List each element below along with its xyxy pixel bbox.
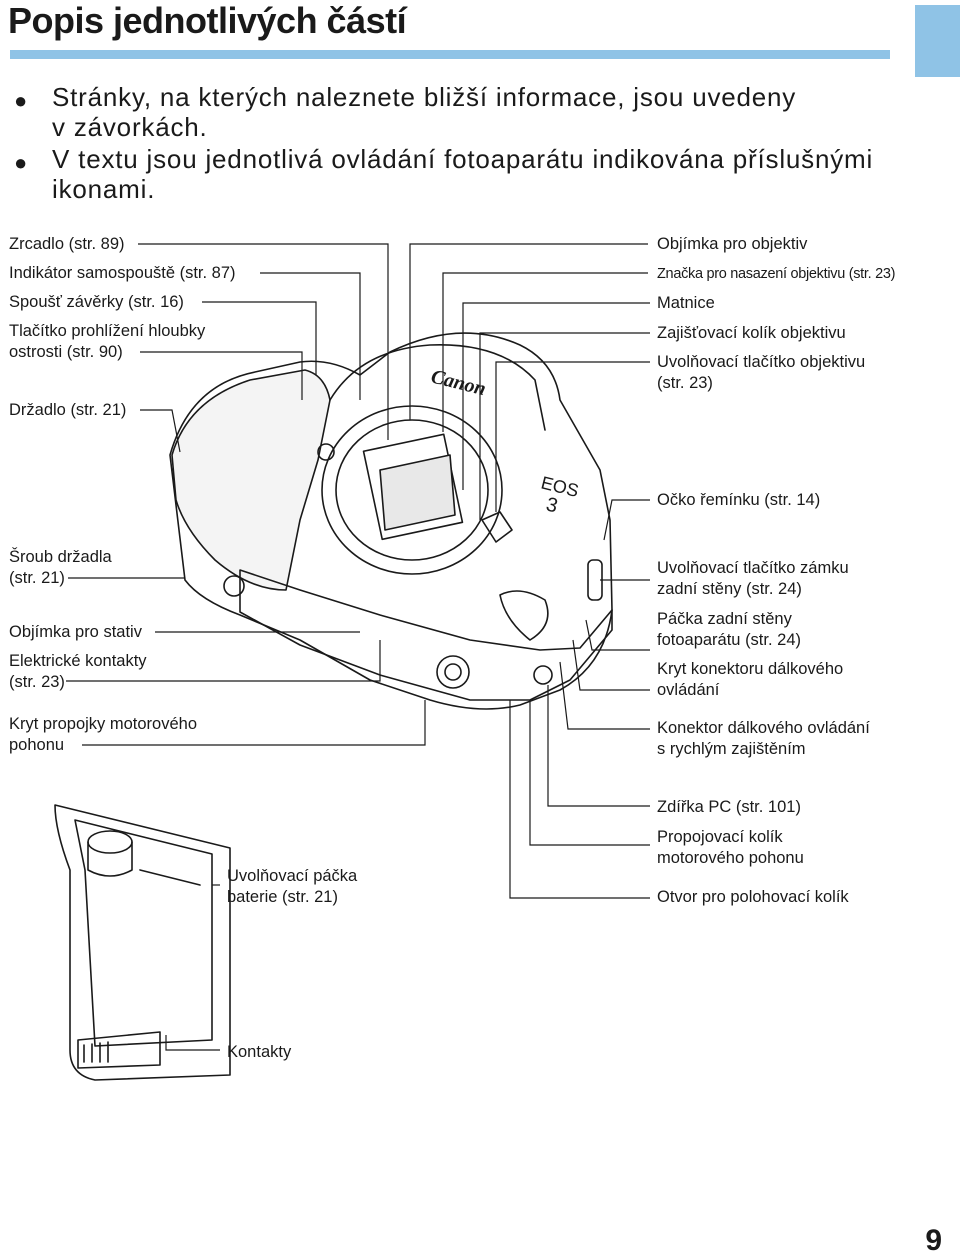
model-logo-3: 3 bbox=[544, 494, 560, 518]
label-line: zadní stěny (str. 24) bbox=[657, 580, 802, 598]
bullet-text: Stránky, na kterých naleznete bližší inf… bbox=[52, 82, 797, 112]
label-strap-lug: Očko řemínku (str. 14) bbox=[657, 491, 821, 509]
intro-bullet: ● V textu jsou jednotlivá ovládání fotoa… bbox=[12, 144, 902, 204]
mirror-box bbox=[362, 433, 464, 541]
label-mount-mark: Značka pro nasazení objektivu (str. 23) bbox=[657, 266, 896, 282]
label-remote-connector: Konektor dálkového ovládání s rychlým za… bbox=[657, 718, 870, 760]
label-line: Uvolňovací tlačítko zámku bbox=[657, 559, 849, 577]
label-line: baterie (str. 21) bbox=[227, 888, 338, 906]
label-lock-pin: Zajišťovací kolík objektivu bbox=[657, 324, 846, 342]
label-motor-cover: Kryt propojky motorového pohonu bbox=[9, 714, 197, 756]
bottom-plate bbox=[239, 569, 613, 701]
label-line: Šroub držadla bbox=[9, 548, 112, 566]
section-tab bbox=[915, 5, 960, 77]
lens-release-button bbox=[481, 511, 513, 543]
label-motor-pin: Propojovací kolík motorového pohonu bbox=[657, 827, 804, 869]
label-lens-release: Uvolňovací tlačítko objektivu (str. 23) bbox=[657, 352, 865, 394]
self-timer-lamp bbox=[317, 443, 335, 461]
label-line: (str. 23) bbox=[9, 673, 65, 691]
label-line: (str. 21) bbox=[9, 569, 65, 587]
label-line: pohonu bbox=[9, 736, 65, 754]
label-dof-preview: Tlačítko prohlížení hloubky ostrosti (st… bbox=[9, 321, 205, 363]
label-line: ostrosti (str. 90) bbox=[9, 343, 123, 361]
bullet-icon: ● bbox=[14, 88, 29, 113]
label-position-hole: Otvor pro polohovací kolík bbox=[657, 888, 849, 906]
label-line: Kryt propojky motorového bbox=[9, 715, 198, 733]
label-line: Propojovací kolík bbox=[657, 828, 783, 846]
brand-logo: Canon bbox=[429, 366, 488, 401]
camera-body bbox=[169, 332, 613, 710]
label-remote-cover: Kryt konektoru dálkového ovládání bbox=[657, 659, 843, 701]
strap-lug bbox=[587, 559, 603, 601]
lens-mount bbox=[321, 405, 503, 575]
label-screen: Matnice bbox=[657, 294, 715, 312]
label-back-lock: Uvolňovací tlačítko zámku zadní stěny (s… bbox=[657, 558, 849, 600]
back-lever bbox=[499, 590, 549, 641]
bullet-text: ikonami. bbox=[52, 174, 156, 204]
grip bbox=[171, 369, 331, 591]
intro-bullet: ● Stránky, na kterých naleznete bližší i… bbox=[12, 82, 902, 142]
intro-list: ● Stránky, na kterých naleznete bližší i… bbox=[12, 82, 902, 206]
grip-contacts bbox=[77, 1031, 161, 1069]
bullet-icon: ● bbox=[14, 150, 29, 175]
label-line: Tlačítko prohlížení hloubky bbox=[9, 322, 206, 340]
battery-grip bbox=[54, 804, 231, 1081]
label-line: Elektrické kontakty bbox=[9, 652, 147, 670]
label-back-lever: Páčka zadní stěny fotoaparátu (str. 24) bbox=[657, 609, 801, 651]
label-tripod: Objímka pro stativ bbox=[9, 623, 142, 641]
bullet-text: v závorkách. bbox=[52, 112, 208, 142]
model-logo-eos: EOS bbox=[539, 472, 581, 501]
page-title: Popis jednotlivých částí bbox=[8, 0, 407, 41]
label-line: Uvolňovací tlačítko objektivu bbox=[657, 353, 866, 371]
label-line: (str. 23) bbox=[657, 374, 713, 392]
label-self-timer: Indikátor samospouště (str. 87) bbox=[9, 264, 236, 282]
label-shutter: Spoušť závěrky (str. 16) bbox=[9, 293, 184, 311]
bullet-text: V textu jsou jednotlivá ovládání fotoapa… bbox=[52, 144, 874, 174]
label-contacts: Elektrické kontakty (str. 23) bbox=[9, 651, 147, 693]
label-line: s rychlým zajištěním bbox=[657, 740, 806, 758]
label-line: fotoaparátu (str. 24) bbox=[657, 631, 801, 649]
label-line: motorového pohonu bbox=[657, 849, 804, 867]
label-mirror: Zrcadlo (str. 89) bbox=[9, 235, 125, 253]
label-line: ovládání bbox=[657, 681, 720, 699]
pc-socket bbox=[533, 665, 553, 685]
label-line: Kryt konektoru dálkového bbox=[657, 660, 844, 678]
label-battery-release: Uvolňovací páčka baterie (str. 21) bbox=[227, 866, 357, 908]
label-grip-screw: Šroub držadla (str. 21) bbox=[9, 547, 112, 589]
title-rule bbox=[10, 50, 890, 59]
label-pc-socket: Zdířka PC (str. 101) bbox=[657, 798, 801, 816]
label-line: Konektor dálkového ovládání bbox=[657, 719, 870, 737]
label-line: Páčka zadní stěny bbox=[657, 610, 792, 628]
page-number: 9 bbox=[925, 1224, 942, 1257]
label-mount: Objímka pro objektiv bbox=[657, 235, 808, 253]
tripod-socket bbox=[436, 655, 470, 689]
label-grip: Držadlo (str. 21) bbox=[9, 401, 127, 419]
label-line: Uvolňovací páčka bbox=[227, 867, 358, 885]
label-grip-contacts: Kontakty bbox=[227, 1043, 292, 1061]
